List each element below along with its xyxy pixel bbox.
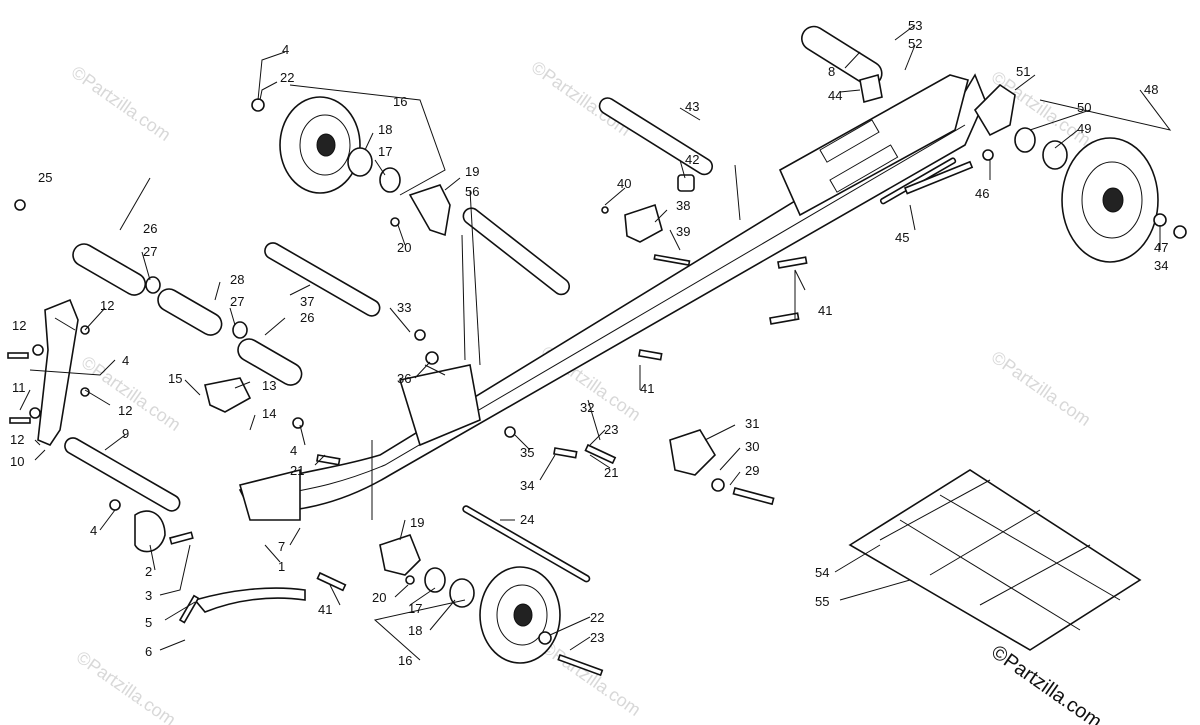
watermark: ©Partzilla.com	[78, 352, 185, 435]
part-label-8: 8	[828, 64, 835, 79]
watermark: ©Partzilla.com	[528, 57, 635, 140]
part-label-48: 48	[1144, 82, 1158, 97]
part-label-20: 20	[372, 590, 386, 605]
part-label-19: 19	[410, 515, 424, 530]
part-label-26: 26	[143, 221, 157, 236]
part-label-33: 33	[397, 300, 411, 315]
part-label-2: 2	[145, 564, 152, 579]
brackets	[134, 73, 883, 576]
part-label-12: 12	[100, 298, 114, 313]
part-label-21: 21	[290, 463, 304, 478]
part-label-3: 3	[145, 588, 152, 603]
part-label-47: 47	[1154, 240, 1168, 255]
track-section	[848, 469, 1142, 651]
part-label-11: 11	[12, 380, 26, 395]
part-label-41: 41	[318, 602, 332, 617]
idler-wheel-top	[251, 96, 401, 194]
copyright-text: ©Partzilla.com	[987, 641, 1105, 725]
part-label-37: 37	[300, 294, 314, 309]
part-label-39: 39	[676, 224, 690, 239]
part-label-1: 1	[278, 559, 285, 574]
part-label-53: 53	[908, 18, 922, 33]
part-label-18: 18	[408, 623, 422, 638]
part-label-43: 43	[685, 99, 699, 114]
part-label-4: 4	[90, 523, 97, 538]
part-label-14: 14	[262, 406, 276, 421]
part-label-16: 16	[398, 653, 412, 668]
part-label-35: 35	[520, 445, 534, 460]
part-label-45: 45	[895, 230, 909, 245]
part-label-7: 7	[278, 539, 285, 554]
part-label-5: 5	[145, 615, 152, 630]
part-label-12: 12	[10, 432, 24, 447]
part-label-13: 13	[262, 378, 276, 393]
part-label-16: 16	[393, 94, 407, 109]
part-label-19: 19	[465, 164, 479, 179]
part-label-41: 41	[818, 303, 832, 318]
part-label-27: 27	[143, 244, 157, 259]
part-label-25: 25	[38, 170, 52, 185]
leader-lines	[19, 24, 1172, 661]
part-label-30: 30	[745, 439, 759, 454]
watermark: ©Partzilla.com	[73, 647, 180, 725]
part-label-12: 12	[118, 403, 132, 418]
part-label-46: 46	[975, 186, 989, 201]
idler-wheel-bottom	[424, 566, 561, 664]
part-label-34: 34	[1154, 258, 1168, 273]
part-label-10: 10	[10, 454, 24, 469]
part-label-32: 32	[580, 400, 594, 415]
part-label-41: 41	[640, 381, 654, 396]
part-label-20: 20	[397, 240, 411, 255]
part-label-49: 49	[1077, 121, 1091, 136]
part-label-22: 22	[590, 610, 604, 625]
part-label-51: 51	[1016, 64, 1030, 79]
part-label-18: 18	[378, 122, 392, 137]
rail-runner	[178, 587, 306, 624]
watermark: ©Partzilla.com	[988, 347, 1095, 430]
part-label-55: 55	[815, 594, 829, 609]
part-label-26: 26	[300, 310, 314, 325]
part-label-4: 4	[290, 443, 297, 458]
part-label-36: 36	[397, 371, 411, 386]
part-label-9: 9	[122, 426, 129, 441]
part-label-50: 50	[1077, 100, 1091, 115]
part-label-38: 38	[676, 198, 690, 213]
idler-wheel-right	[973, 83, 1187, 263]
watermark: ©Partzilla.com	[538, 637, 645, 720]
shafts	[64, 25, 957, 583]
part-label-56: 56	[465, 184, 479, 199]
part-label-54: 54	[815, 565, 829, 580]
part-label-23: 23	[590, 630, 604, 645]
part-labels: 4 22 16 18 17 19 56 20 25 26 27 28 27 37…	[10, 18, 1168, 668]
part-label-6: 6	[145, 644, 152, 659]
part-label-40: 40	[617, 176, 631, 191]
part-label-34: 34	[520, 478, 534, 493]
part-label-17: 17	[408, 601, 422, 616]
part-label-52: 52	[908, 36, 922, 51]
part-label-24: 24	[520, 512, 534, 527]
part-label-22: 22	[280, 70, 294, 85]
part-label-44: 44	[828, 88, 842, 103]
part-label-12: 12	[12, 318, 26, 333]
part-label-21: 21	[604, 465, 618, 480]
part-label-4: 4	[122, 353, 129, 368]
part-label-15: 15	[168, 371, 182, 386]
part-label-4: 4	[282, 42, 289, 57]
part-label-29: 29	[745, 463, 759, 478]
fasteners	[7, 149, 994, 677]
part-label-23: 23	[604, 422, 618, 437]
watermark: ©Partzilla.com	[68, 62, 175, 145]
part-label-31: 31	[745, 416, 759, 431]
part-label-28: 28	[230, 272, 244, 287]
part-label-42: 42	[685, 152, 699, 167]
part-label-27: 27	[230, 294, 244, 309]
part-label-17: 17	[378, 144, 392, 159]
